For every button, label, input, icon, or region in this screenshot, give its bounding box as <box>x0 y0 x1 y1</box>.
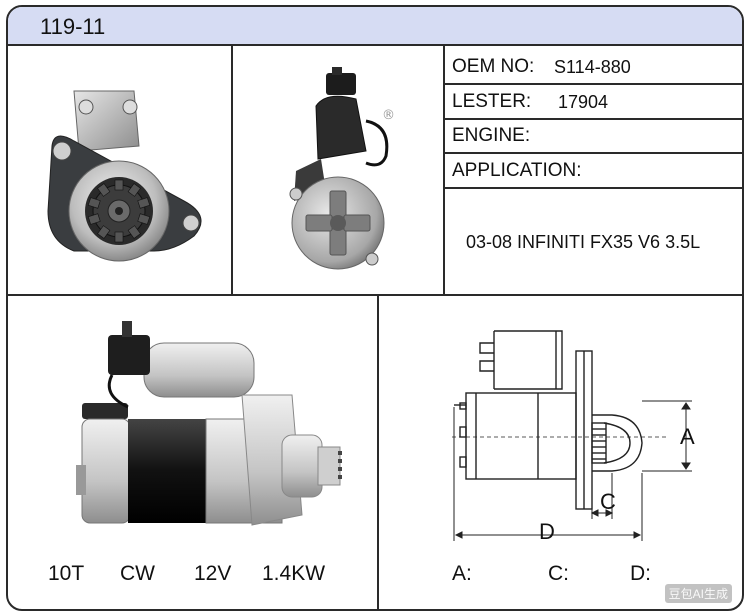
watermark-label: 豆包AI生成 <box>664 584 732 603</box>
info-row-divider-3 <box>443 152 742 154</box>
info-row-divider-1 <box>443 83 742 85</box>
engine-label: ENGINE: <box>452 125 531 146</box>
dimension-d-label: D: <box>630 562 651 585</box>
divider-photo-info <box>443 44 445 295</box>
starter-front-photo <box>47 90 202 262</box>
divider-bottom-halves <box>377 294 379 609</box>
spec-sheet-frame: 119-11 OEM NO: S114-880 LESTER: 17904 EN… <box>6 5 744 611</box>
divider-top-bottom <box>8 294 742 296</box>
dimension-a-label: A: <box>452 562 472 585</box>
starter-side-photo <box>76 321 342 526</box>
spec-rotation: CW <box>120 562 155 585</box>
starter-rear-photo: ® <box>289 67 395 270</box>
application-value: 03-08 INFINITI FX35 V6 3.5L <box>466 232 701 252</box>
dimension-c-label: C: <box>548 562 569 585</box>
drawing-label-a: A <box>680 424 695 449</box>
info-row-divider-2 <box>443 118 742 120</box>
registered-mark: ® <box>382 108 395 123</box>
title-bar: 119-11 <box>8 7 742 46</box>
spec-power: 1.4KW <box>262 562 326 585</box>
drawing-label-c: C <box>600 489 616 514</box>
lester-label: LESTER: <box>452 91 532 112</box>
divider-photo-1-2 <box>231 44 233 295</box>
spec-teeth: 10T <box>48 562 85 585</box>
pinion-gear-icon <box>87 179 151 243</box>
lester-value: 17904 <box>558 92 609 112</box>
oem-value: S114-880 <box>554 57 631 77</box>
dimension-drawing: A C D <box>452 330 695 543</box>
oem-label: OEM NO: <box>452 56 535 77</box>
spec-voltage: 12V <box>194 562 232 585</box>
info-row-divider-4 <box>443 187 742 189</box>
application-label: APPLICATION: <box>452 160 582 181</box>
drawing-label-d: D <box>539 519 555 543</box>
part-number-title: 119-11 <box>40 14 106 39</box>
